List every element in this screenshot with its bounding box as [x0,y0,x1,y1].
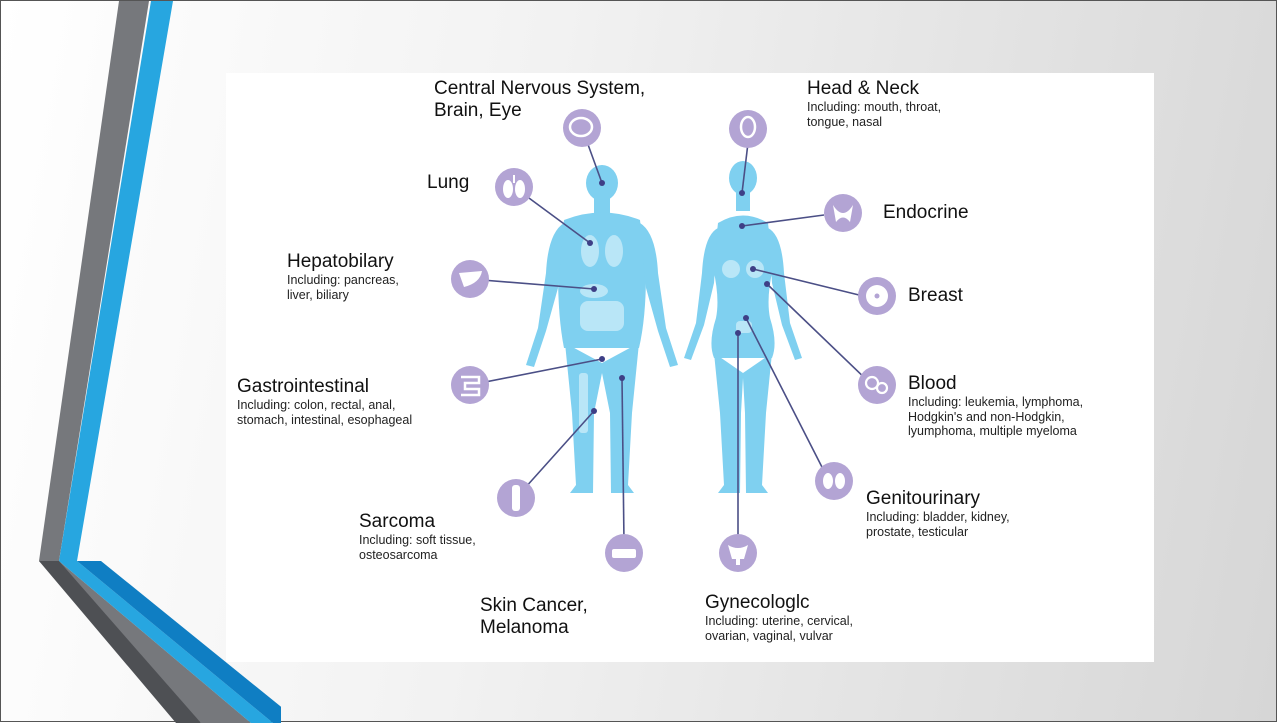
label-sarcoma-sub-1: Including: soft tissue, [359,533,476,548]
label-genitourinary-sub-1: Including: bladder, kidney, [866,510,1010,525]
label-sarcoma: Sarcoma Including: soft tissue, osteosar… [359,511,476,562]
label-gynecologic-title: Gynecologlc [705,592,853,614]
diagram-panel: Central Nervous System, Brain, Eye Head … [226,73,1154,662]
label-blood-title: Blood [908,373,1083,395]
label-gynecologic: Gynecologlc Including: uterine, cervical… [705,592,853,643]
label-cns: Central Nervous System, Brain, Eye [434,78,645,122]
label-gynecologic-sub-2: ovarian, vaginal, vulvar [705,629,853,644]
label-head-neck-sub-2: tongue, nasal [807,115,941,130]
label-gastrointestinal-sub-2: stomach, intestinal, esophageal [237,413,412,428]
label-hepatobilary-sub-1: Including: pancreas, [287,273,399,288]
label-skin-title-2: Melanoma [480,617,588,639]
label-blood-sub-3: lyumphoma, multiple myeloma [908,424,1083,439]
bone-icon [497,479,535,517]
label-genitourinary-title: Genitourinary [866,488,1010,510]
label-gastrointestinal-title: Gastrointestinal [237,376,412,398]
label-endocrine: Endocrine [883,202,969,224]
liver-icon [451,260,489,298]
label-cns-title-1: Central Nervous System, [434,78,645,100]
lungs-icon [495,168,533,206]
blood-cells-icon [858,366,896,404]
label-gastrointestinal: Gastrointestinal Including: colon, recta… [237,376,412,427]
label-sarcoma-sub-2: osteosarcoma [359,548,476,563]
label-gastrointestinal-sub-1: Including: colon, rectal, anal, [237,398,412,413]
label-blood-sub-1: Including: leukemia, lymphoma, [908,395,1083,410]
intestine-icon [451,366,489,404]
label-skin-title-1: Skin Cancer, [480,595,588,617]
thyroid-icon [824,194,862,232]
label-breast-title: Breast [908,285,963,307]
label-blood-sub-2: Hodgkin's and non-Hodgkin, [908,410,1083,425]
uterus-icon [719,534,757,572]
label-endocrine-title: Endocrine [883,202,969,224]
label-hepatobilary: Hepatobilary Including: pancreas, liver,… [287,251,399,302]
label-genitourinary: Genitourinary Including: bladder, kidney… [866,488,1010,539]
skin-icon [605,534,643,572]
label-hepatobilary-title: Hepatobilary [287,251,399,273]
label-cns-title-2: Brain, Eye [434,100,645,122]
label-lung-title: Lung [427,172,469,194]
label-blood: Blood Including: leukemia, lymphoma, Hod… [908,373,1083,439]
label-breast: Breast [908,285,963,307]
label-head-neck: Head & Neck Including: mouth, throat, to… [807,78,941,129]
diagram-art [226,73,1154,662]
label-head-neck-sub-1: Including: mouth, throat, [807,100,941,115]
kidney-icon [815,462,853,500]
label-lung: Lung [427,172,469,194]
label-sarcoma-title: Sarcoma [359,511,476,533]
label-hepatobilary-sub-2: liver, biliary [287,288,399,303]
label-head-neck-title: Head & Neck [807,78,941,100]
label-gynecologic-sub-1: Including: uterine, cervical, [705,614,853,629]
label-skin: Skin Cancer, Melanoma [480,595,588,639]
breast-icon [858,277,896,315]
head-icon [729,110,767,148]
label-genitourinary-sub-2: prostate, testicular [866,525,1010,540]
